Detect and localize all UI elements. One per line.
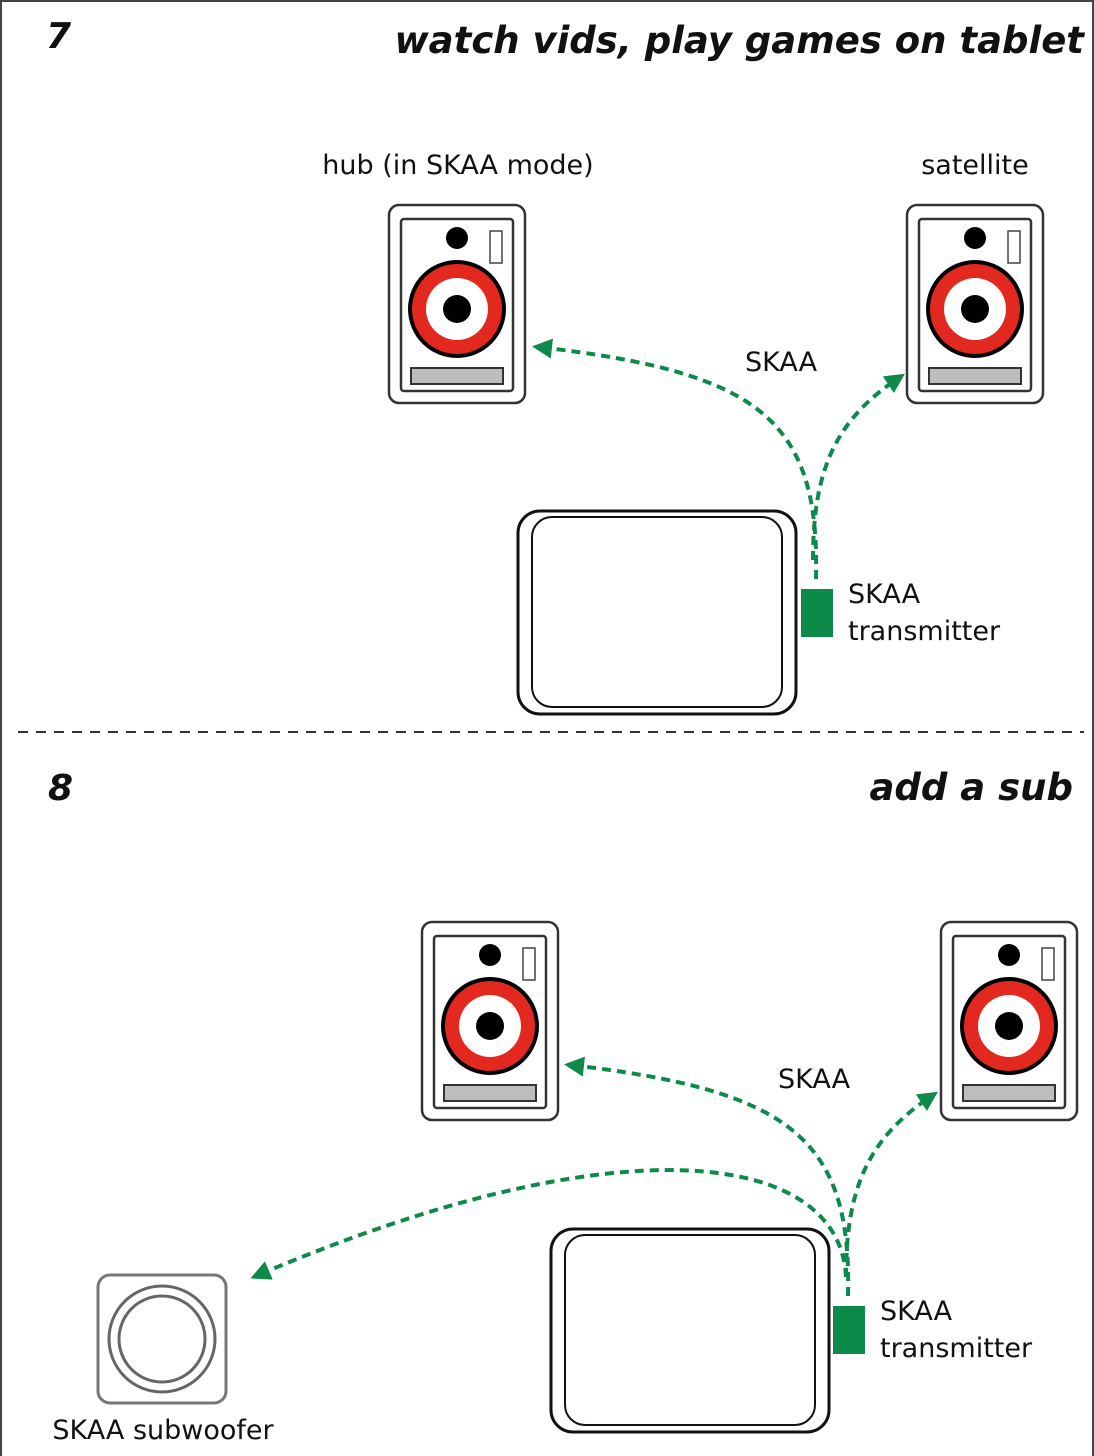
tablet-icon-8 bbox=[549, 1227, 831, 1434]
hub-label: hub (in SKAA mode) bbox=[322, 150, 593, 181]
speaker-icon-left bbox=[420, 920, 560, 1122]
transmitter-label-8-line1: SKAA bbox=[880, 1296, 953, 1327]
skaa-signal-label-7: SKAA bbox=[745, 347, 818, 378]
signal-arrow-to-subwoofer bbox=[250, 1168, 848, 1280]
tablet-icon-7 bbox=[516, 509, 798, 716]
transmitter-label-7-line2: transmitter bbox=[848, 616, 1001, 647]
subwoofer-label: SKAA subwoofer bbox=[52, 1415, 274, 1446]
signal-arrow-to-hub bbox=[532, 338, 819, 580]
panel-8-title: add a sub bbox=[869, 766, 1073, 809]
signal-arrow-to-satellite bbox=[811, 373, 906, 561]
speaker-icon-hub bbox=[387, 203, 527, 405]
satellite-label: satellite bbox=[921, 150, 1029, 181]
transmitter-label-8-line2: transmitter bbox=[880, 1333, 1033, 1364]
subwoofer-icon bbox=[96, 1273, 228, 1405]
speaker-icon-right bbox=[939, 920, 1079, 1122]
signal-arrow-to-left-speaker bbox=[564, 1056, 851, 1297]
skaa-signal-label-8: SKAA bbox=[778, 1064, 851, 1095]
signal-arrow-to-right-speaker bbox=[844, 1091, 939, 1278]
transmitter-icon-8 bbox=[833, 1306, 865, 1354]
panel-7-number: 7 bbox=[46, 16, 71, 57]
transmitter-label-7-line1: SKAA bbox=[848, 579, 921, 610]
transmitter-icon-7 bbox=[801, 589, 833, 637]
panel-7-title: watch vids, play games on tablet bbox=[395, 19, 1086, 62]
panel-8-number: 8 bbox=[48, 768, 73, 809]
speaker-icon-satellite bbox=[905, 203, 1045, 405]
